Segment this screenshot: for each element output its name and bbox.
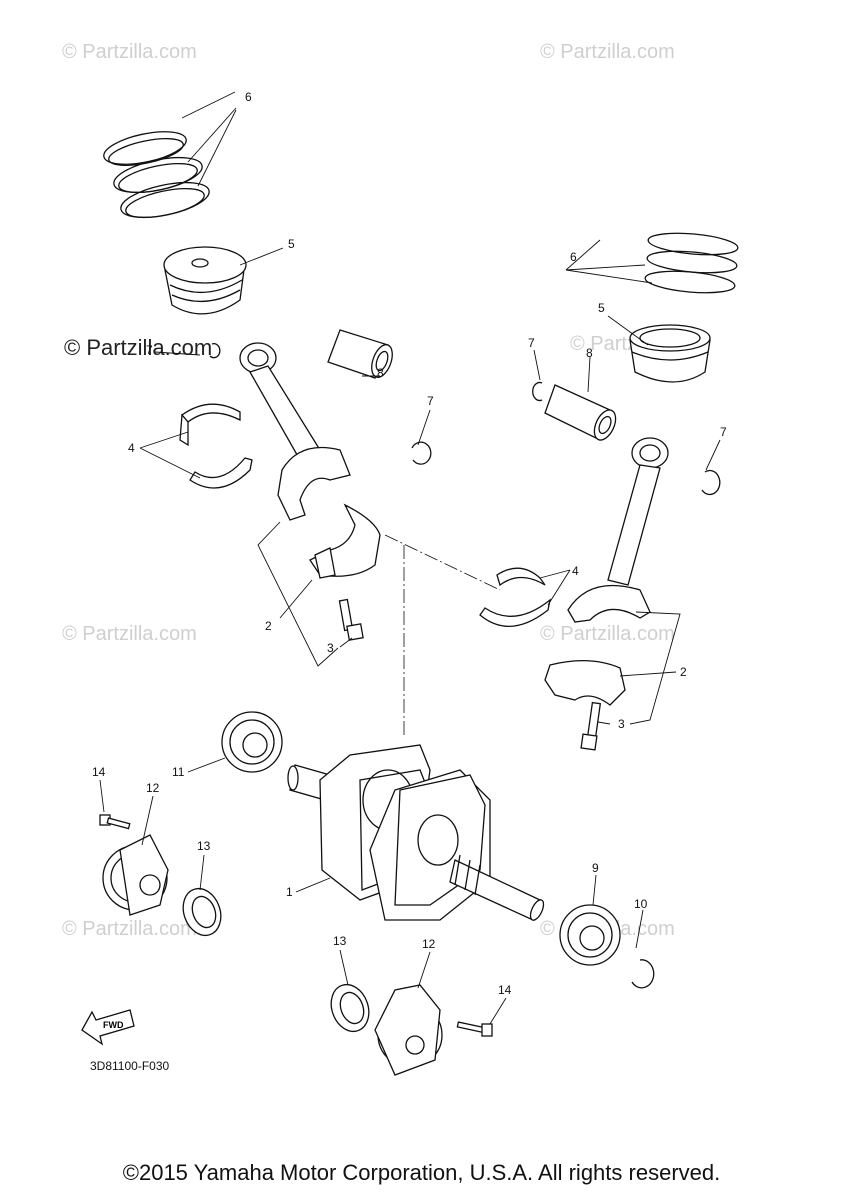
leader-line [565,239,653,284]
callout-7: 7 [528,336,535,350]
leader-line [619,671,677,677]
callout-14: 14 [92,765,106,779]
leader-line [339,949,349,986]
crankshaft-piston-diagram: © Partzilla.com © Partzilla.com © Partzi… [62,41,739,1076]
leader-line [489,997,507,1025]
bearing-shell [479,567,551,627]
leader-line [417,951,431,989]
leader-line [592,874,597,906]
leader-line [239,247,284,266]
crankshaft [287,744,545,921]
callout-5: 5 [288,237,295,251]
circlip [411,441,432,465]
callout-12: 12 [146,781,160,795]
watermark: © Partzilla.com [540,623,675,645]
leader-line [141,795,154,846]
leader-line [607,315,649,346]
piston-pin-left [327,329,393,379]
callout-10: 10 [634,897,648,911]
centerline [384,534,501,591]
bearing-shell [189,457,253,489]
bolt-14-left [99,814,131,830]
callout-9: 9 [592,861,599,875]
leader-line [533,349,541,381]
watermark: © Partzilla.com [62,41,197,63]
leader-line [187,757,226,773]
bearing-13-right [330,983,370,1033]
callout-2: 2 [265,619,272,633]
leader-line [139,431,201,479]
leader-line [635,909,644,949]
rod-cap-left [309,503,381,579]
callout-14: 14 [498,983,512,997]
callout-2: 2 [680,665,687,679]
circlip [209,343,221,359]
bolt-14-right [456,1021,493,1037]
leader-line [629,611,681,725]
callout-12: 12 [422,937,436,951]
watermark-strong: © Partzilla.com [64,335,212,360]
piston-pin-right [544,384,617,441]
callout-4: 4 [128,441,135,455]
rod-bolt-right [580,701,602,751]
watermark: © Partzilla.com [62,918,197,940]
connecting-rod-right [567,437,669,623]
callout-4: 4 [572,564,579,578]
leader-line [705,439,721,471]
leader-line [539,569,571,606]
leader-line [279,579,313,619]
callout-13: 13 [197,839,211,853]
callout-8: 8 [586,346,593,360]
callout-8: 8 [377,366,384,380]
connecting-rod-left [239,342,351,521]
callout-7: 7 [427,394,434,408]
piston-right [629,324,711,383]
bearing-13-left [182,887,222,937]
callout-3: 3 [618,717,625,731]
leader-line [99,779,105,813]
leader-line [597,721,611,725]
callout-3: 3 [327,641,334,655]
circlip [701,469,721,496]
callout-11: 11 [172,765,185,779]
leader-line [181,91,237,187]
copyright-notice: ©2015 Yamaha Motor Corporation, U.S.A. A… [122,1160,721,1185]
callout-6: 6 [570,250,577,264]
callout-1: 1 [286,885,293,899]
leader-line [295,877,331,893]
diagram-code: 3D81100-F030 [90,1059,169,1073]
bearing-shell [179,403,241,447]
callout-5: 5 [598,301,605,315]
fwd-label: FWD [103,1020,124,1030]
callout-13: 13 [333,934,347,948]
leader-line [417,409,431,446]
rod-cap-right [544,660,626,706]
rod-bolt-left [338,598,364,641]
callout-6: 6 [245,90,252,104]
fwd-arrow-icon [81,1009,135,1046]
balancer-assembly-left [102,834,169,916]
piston-left [163,246,247,315]
gear-9 [559,904,621,966]
balancer-assembly-right [374,984,443,1076]
circlip [532,381,543,402]
leader-line [257,521,339,667]
callout-7: 7 [720,425,727,439]
circlip-10 [631,959,655,989]
piston-rings-left [103,131,210,219]
piston-rings-right [644,232,739,294]
callout-7: 7 [146,343,153,357]
leader-line [154,351,201,356]
watermark: © Partzilla.com [540,41,675,63]
leader-line [199,854,205,891]
leader-line [587,356,591,393]
gear-11 [221,711,283,773]
watermark: © Partzilla.com [62,623,197,645]
leader-line [339,637,353,648]
